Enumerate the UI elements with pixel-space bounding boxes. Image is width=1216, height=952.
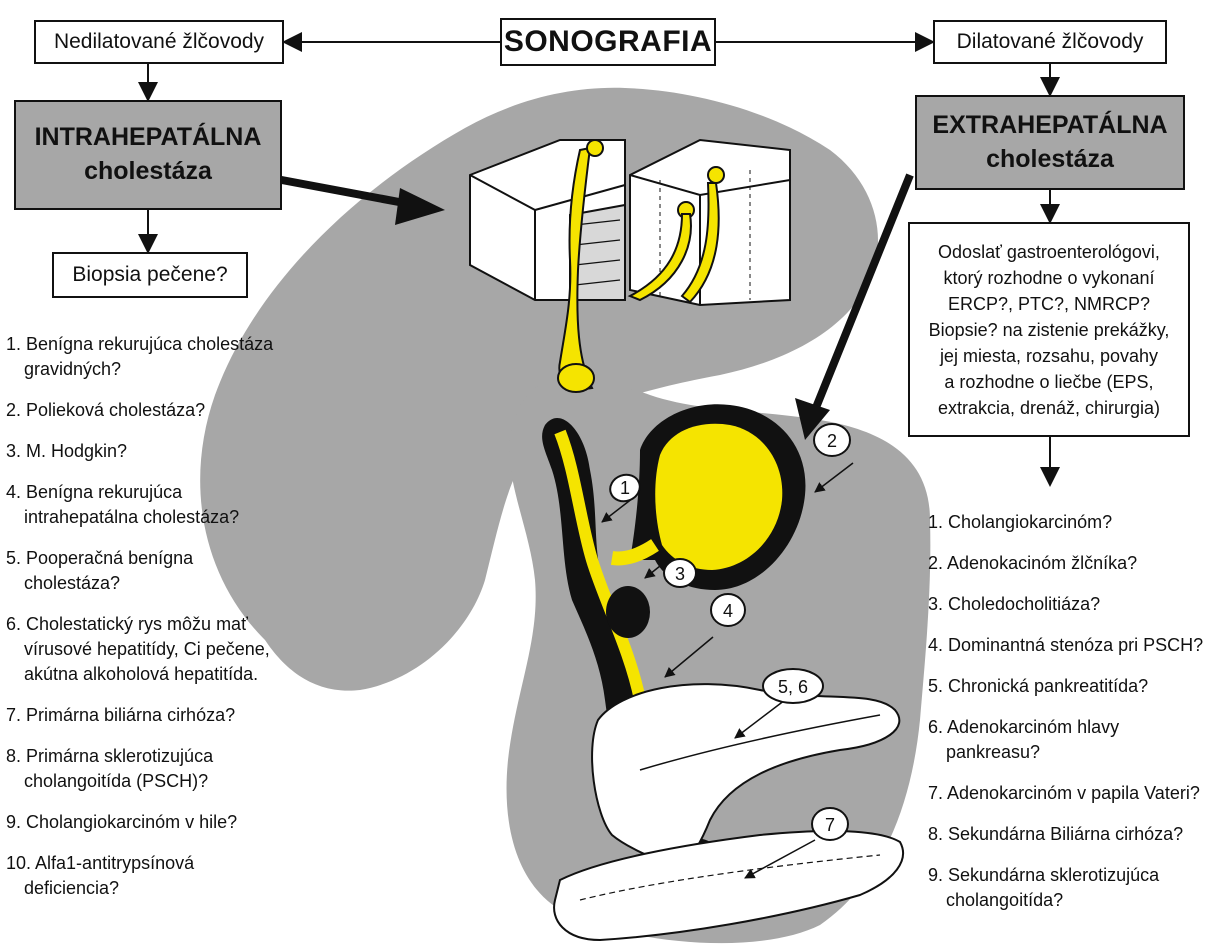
right-top-box: Dilatované žlčovody [933,20,1167,64]
right_list-item: 3. Choledocholitiáza? [928,592,1213,617]
right-top-text: Dilatované žlčovody [957,30,1144,54]
marker-label-1: 1 [620,478,630,498]
intrahepatic-line2: cholestáza [84,155,212,189]
marker-label-3: 3 [675,564,685,584]
right_list-item: 9. Sekundárna sklerotizujúca cholangoitíd… [928,863,1213,913]
right_list-item: 8. Sekundárna Biliárna cirhóza? [928,822,1213,847]
left-top-box: Nedilatované žlčovody [34,20,284,64]
left_list-item: 8. Primárna sklerotizujúca cholangoitída … [6,744,306,794]
left_list-item: 6. Cholestatický rys môžu mať vírusové he… [6,612,306,687]
left_list-item-line: cholangoitída (PSCH)? [6,769,306,794]
left_list-item-line: 8. Primárna sklerotizujúca [6,746,213,766]
left_list-item: 5. Pooperačná benígna cholestáza? [6,546,306,596]
referral-line-6: a rozhodne o liečbe (EPS, [944,369,1153,395]
left_list-item-line: 3. M. Hodgkin? [6,441,127,461]
left_list-item-line: cholestáza? [6,571,306,596]
marker-label-7: 7 [825,815,835,835]
referral-line-3: ERCP?, PTC?, NMRCP? [948,291,1150,317]
left_list-item: 10. Alfa1-antitrypsínová deficiencia? [6,851,306,901]
marker-label-4: 4 [723,601,733,621]
left_list-item: 4. Benígna rekurujúca intrahepatálna chol… [6,480,306,530]
left_list-item-line: deficiencia? [6,876,306,901]
referral-line-2: ktorý rozhodne o vykonaní [943,265,1154,291]
title-text: SONOGRAFIA [504,25,712,59]
left_list-item-line: 7. Primárna biliárna cirhóza? [6,705,235,725]
extrahepatic-box: EXTRAHEPATÁLNA cholestáza [915,95,1185,190]
right_list-item-line: 6. Adenokarcinóm hlavy [928,717,1119,737]
marker-label-2: 2 [827,431,837,451]
right_list-item-line: cholangoitída? [928,888,1213,913]
right_list-item: 6. Adenokarcinóm hlavy pankreasu? [928,715,1213,765]
right_list-item: 5. Chronická pankreatitída? [928,674,1213,699]
left_list-item-line: 2. Polieková cholestáza? [6,400,205,420]
left_list-item-line: 1. Benígna rekurujúca cholestáza [6,334,273,354]
referral-line-7: extrakcia, drenáž, chirurgia) [938,395,1160,421]
left_list-item-line: 10. Alfa1-antitrypsínová [6,853,194,873]
referral-box: Odoslať gastroenterológovi, ktorý rozhod… [908,222,1190,437]
right_list-item: 4. Dominantná stenóza pri PSCH? [928,633,1213,658]
biopsy-text: Biopsia pečene? [72,263,227,287]
left_list-item: 9. Cholangiokarcinóm v hile? [6,810,306,835]
left_list-item-line: 4. Benígna rekurujúca [6,482,182,502]
right_list-item: 7. Adenokarcinóm v papila Vateri? [928,781,1213,806]
left_list-item-line: 9. Cholangiokarcinóm v hile? [6,812,237,832]
right_list-item-line: 2. Adenokacinóm žlčníka? [928,553,1137,573]
right_list-item: 1. Cholangiokarcinóm? [928,510,1213,535]
extrahepatic-line1: EXTRAHEPATÁLNA [932,109,1167,143]
left_list-item-line: gravidných? [6,357,306,382]
intrahepatic-line1: INTRAHEPATÁLNA [35,121,262,155]
left_list-item-line: vírusové hepatitídy, Ci pečene, [6,637,306,662]
right_list-item-line: 4. Dominantná stenóza pri PSCH? [928,635,1203,655]
left_list-item-line: 6. Cholestatický rys môžu mať [6,614,248,634]
left_list-item: 3. M. Hodgkin? [6,439,306,464]
extrahepatic-line2: cholestáza [986,143,1114,177]
right_list-item-line: 9. Sekundárna sklerotizujúca [928,865,1159,885]
left_list-item-line: akútna alkoholová hepatitída. [6,662,306,687]
sonografia-box: SONOGRAFIA [500,18,716,66]
right_list-item-line: 5. Chronická pankreatitída? [928,676,1148,696]
left_list-item: 1. Benígna rekurujúca cholestáza gravidný… [6,332,306,382]
left_list-item-line: intrahepatálna cholestáza? [6,505,306,530]
left_list-item-line: 5. Pooperačná benígna [6,548,193,568]
referral-line-4: Biopsie? na zistenie prekážky, [929,317,1170,343]
right_list-item-line: pankreasu? [928,740,1213,765]
left_list-item: 7. Primárna biliárna cirhóza? [6,703,306,728]
right_list-item: 2. Adenokacinóm žlčníka? [928,551,1213,576]
right_list-item-line: 7. Adenokarcinóm v papila Vateri? [928,783,1200,803]
biopsy-box: Biopsia pečene? [52,252,248,298]
left-top-text: Nedilatované žlčovody [54,30,264,54]
right_list-item-line: 8. Sekundárna Biliárna cirhóza? [928,824,1183,844]
right_list-item-line: 3. Choledocholitiáza? [928,594,1100,614]
right_list-item-line: 1. Cholangiokarcinóm? [928,512,1112,532]
referral-line-1: Odoslať gastroenterológovi, [938,239,1160,265]
referral-line-5: jej miesta, rozsahu, povahy [940,343,1158,369]
extrahepatic-causes-list: 1. Cholangiokarcinóm? 2. Adenokacinóm žlč… [928,510,1213,929]
marker-label-5-6: 5, 6 [778,677,808,697]
left_list-item: 2. Polieková cholestáza? [6,398,306,423]
intrahepatic-box: INTRAHEPATÁLNA cholestáza [14,100,282,210]
intrahepatic-causes-list: 1. Benígna rekurujúca cholestáza gravidný… [6,332,306,917]
